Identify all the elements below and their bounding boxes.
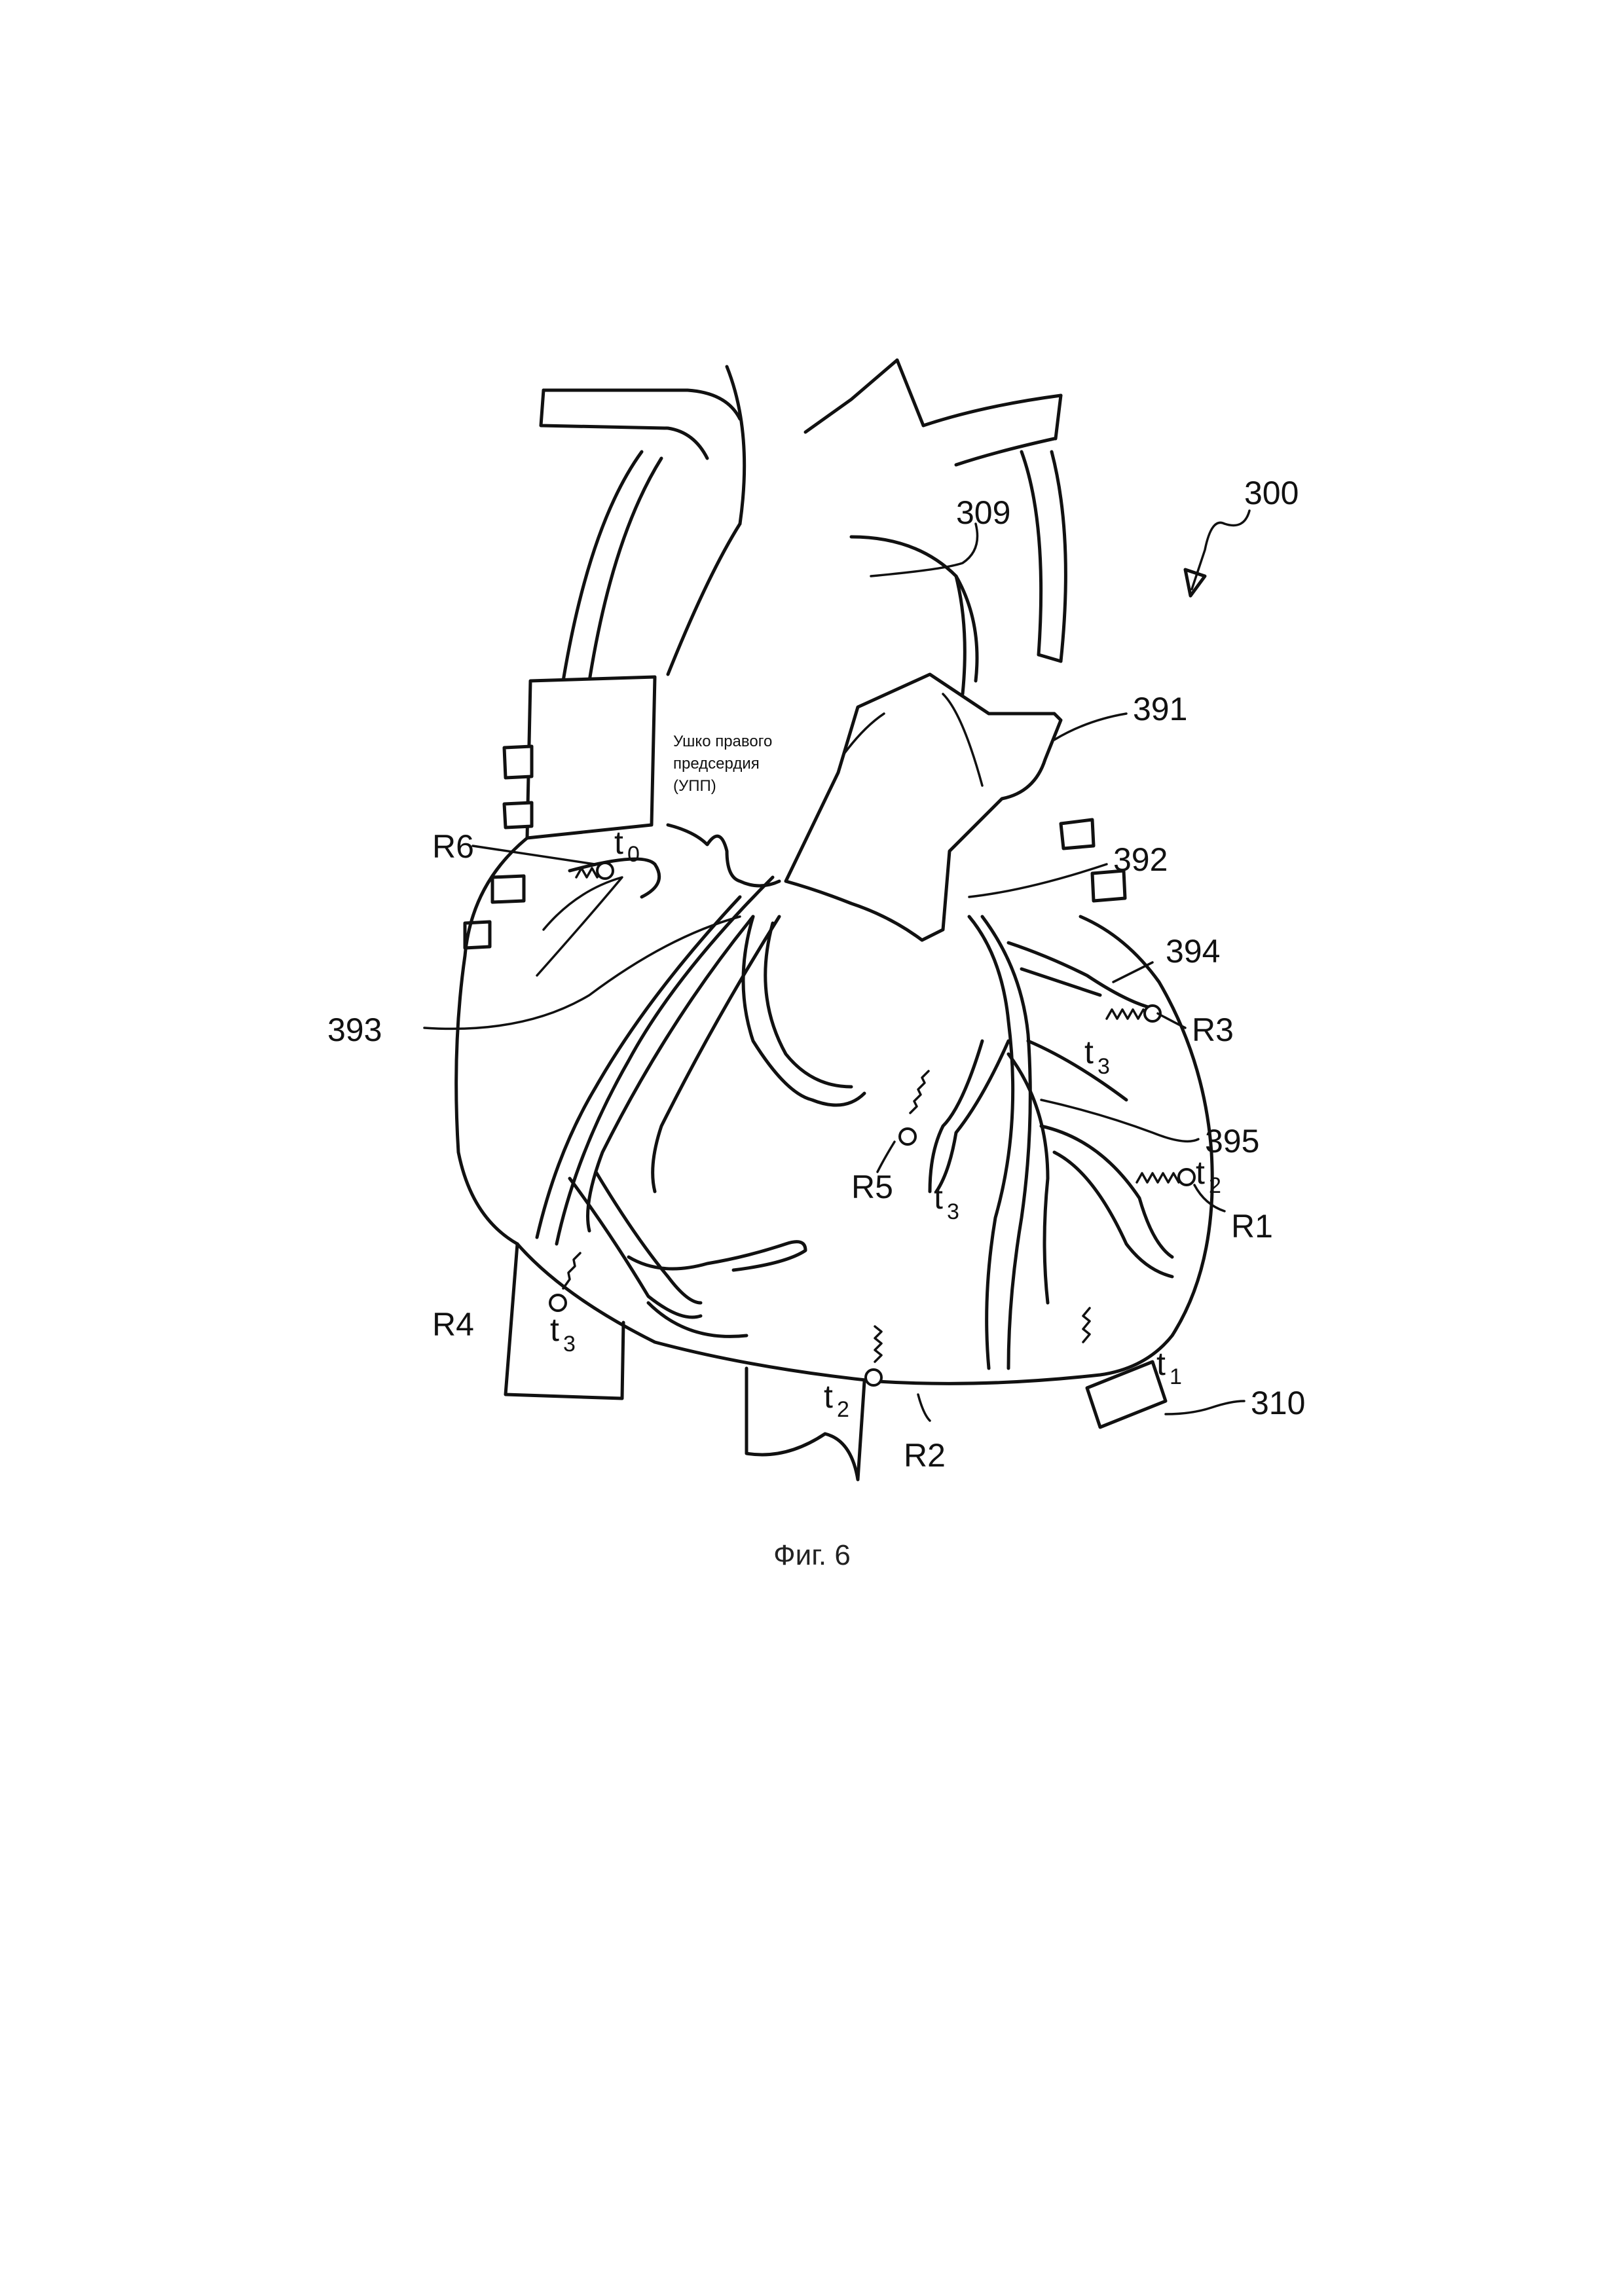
svg-text:t: t: [824, 1378, 833, 1415]
svg-text:предсердия: предсердия: [673, 755, 760, 773]
time-label-t3-r5: t 3: [934, 1179, 959, 1224]
svg-text:3: 3: [947, 1199, 959, 1224]
label-300: 300: [1244, 475, 1299, 511]
time-label-t0: t 0: [614, 824, 640, 867]
coronary-vessels: [537, 877, 1172, 1368]
time-label-t2-r2: t 2: [824, 1378, 849, 1422]
svg-text:Ушко правого: Ушко правого: [673, 733, 772, 750]
label-392: 392: [1113, 841, 1168, 878]
electrode-r3: [1107, 1006, 1160, 1021]
label-r1: R1: [1231, 1208, 1273, 1245]
electrode-r5: [900, 1071, 929, 1144]
svg-text:1: 1: [1170, 1364, 1182, 1389]
label-394: 394: [1166, 933, 1220, 970]
svg-text:(УПП): (УПП): [673, 777, 716, 795]
svg-text:t: t: [1196, 1154, 1205, 1191]
annotation-right-atrial-appendage: Ушко правого предсердия (УПП): [673, 733, 772, 795]
svg-text:2: 2: [1209, 1173, 1221, 1198]
labels: 300 309 391 392 393 394 395 310 R6 R3 R1…: [327, 475, 1305, 1571]
label-r4: R4: [432, 1306, 474, 1343]
electrode-r4: [550, 1253, 580, 1311]
label-309: 309: [956, 494, 1010, 531]
leader-lines: [424, 511, 1249, 1421]
label-391: 391: [1133, 691, 1187, 727]
svg-text:t: t: [1156, 1345, 1166, 1382]
label-r2: R2: [904, 1437, 946, 1474]
svg-text:t: t: [614, 824, 623, 861]
label-393: 393: [327, 1011, 382, 1048]
electrode-310: [1083, 1308, 1090, 1342]
label-310: 310: [1251, 1385, 1305, 1421]
svg-text:0: 0: [627, 842, 640, 867]
electrode-r1: [1137, 1169, 1194, 1185]
svg-text:t: t: [934, 1179, 943, 1216]
svg-text:3: 3: [1098, 1054, 1110, 1079]
label-r6: R6: [432, 828, 474, 865]
time-label-t3-r4: t 3: [550, 1311, 576, 1357]
lower-vessels: [506, 1244, 1166, 1480]
label-395: 395: [1205, 1123, 1259, 1159]
electrodes: [550, 863, 1194, 1385]
electrode-r2: [866, 1326, 881, 1385]
figure-caption: Фиг. 6: [773, 1539, 851, 1571]
svg-text:2: 2: [837, 1397, 849, 1422]
svg-text:t: t: [1084, 1034, 1094, 1070]
label-r5: R5: [851, 1169, 893, 1205]
label-r3: R3: [1192, 1011, 1234, 1048]
pulmonary-trunk: [786, 674, 1061, 940]
svg-text:3: 3: [563, 1332, 576, 1357]
svg-text:t: t: [550, 1311, 559, 1348]
